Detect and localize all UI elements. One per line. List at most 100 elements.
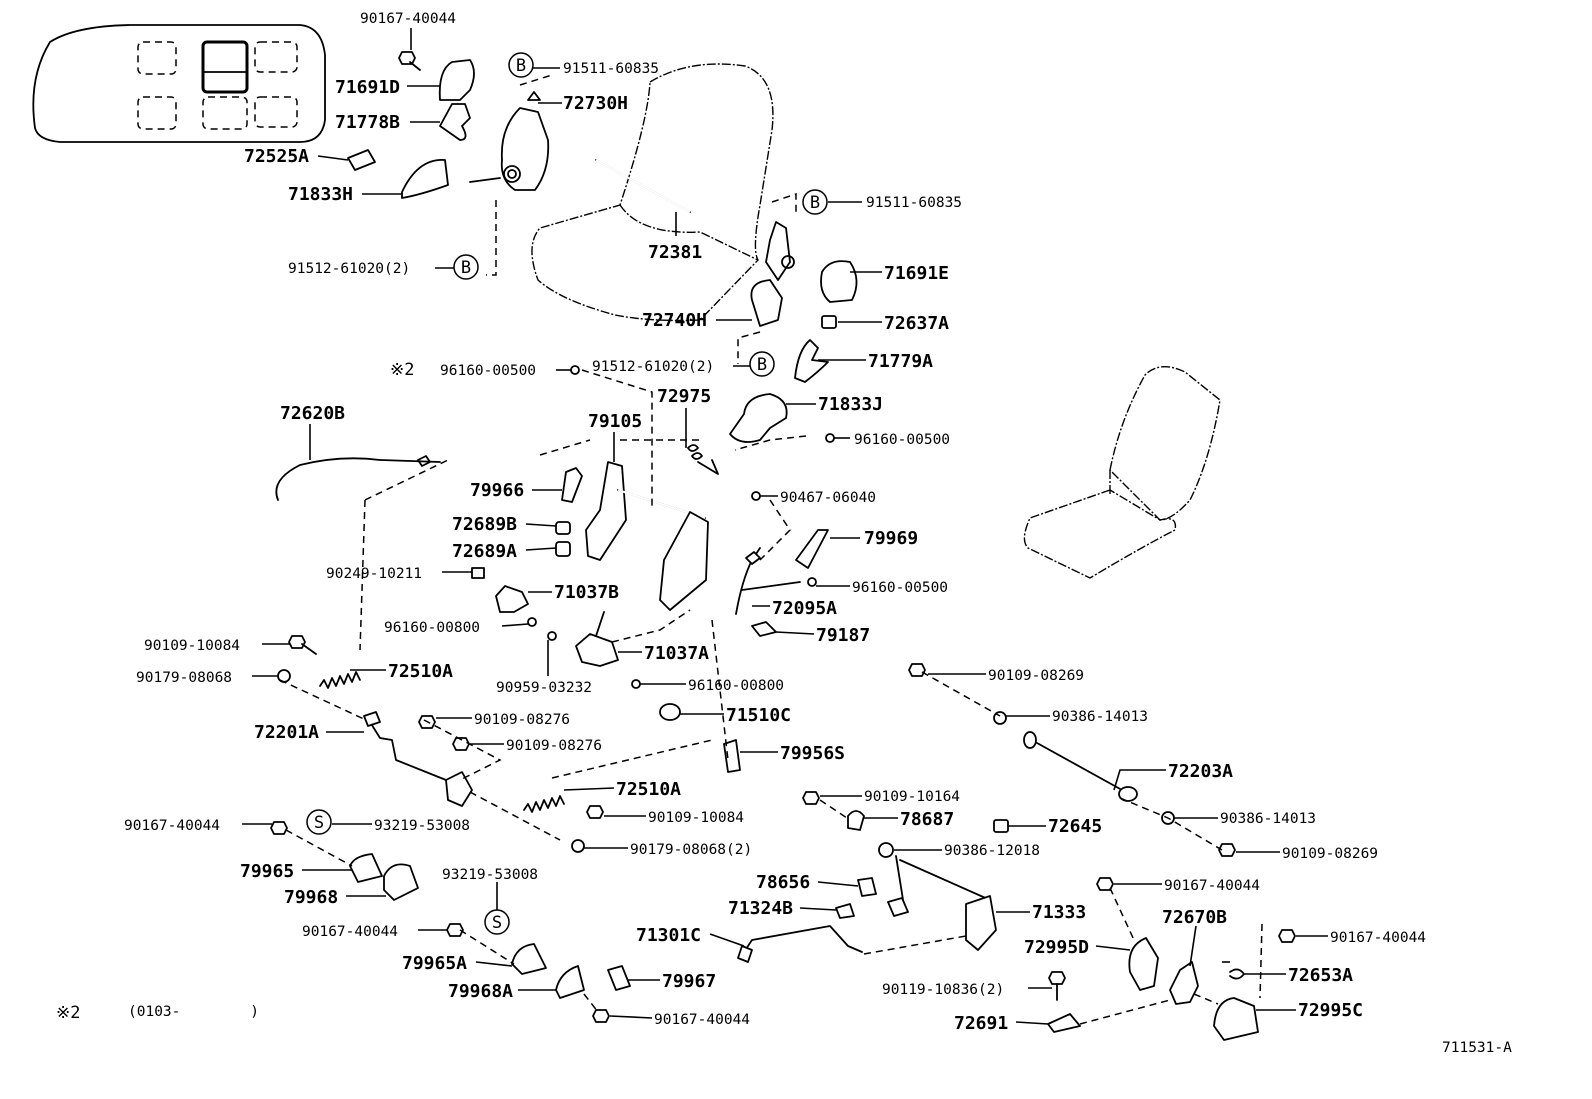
part-label: 79956S <box>780 743 845 764</box>
part-label: 71037B <box>554 582 619 603</box>
part-label: 90167-40044 <box>1164 878 1260 894</box>
part-label: 91511-60835 <box>563 61 659 77</box>
part-label: 93219-53008 <box>442 867 538 883</box>
part-label: 90386-14013 <box>1220 811 1316 827</box>
bracket-72691-icon <box>1047 1013 1081 1033</box>
part-label: 72201A <box>254 722 319 743</box>
callout-b: B <box>516 56 526 76</box>
part-label: 72689B <box>452 514 517 535</box>
cover-72995C-icon <box>1213 997 1259 1041</box>
cap-71324B-icon <box>835 903 855 919</box>
part-label: 93219-53008 <box>374 818 470 834</box>
rod-72203A-icon <box>1027 737 1123 791</box>
clip-79956S-icon <box>723 739 741 773</box>
part-label: 90109-08269 <box>1282 846 1378 862</box>
cable-72620B-icon <box>275 457 441 501</box>
callout-b: B <box>461 258 471 278</box>
spring-72510A-icon <box>319 671 361 689</box>
part-label: 72203A <box>1168 761 1233 782</box>
part-label: 71333 <box>1032 902 1086 923</box>
part-label: 90109-08269 <box>988 668 1084 684</box>
bolt-90109-10084-icon <box>288 635 306 649</box>
front-seat-outline <box>531 63 774 322</box>
part-label: 72510A <box>388 661 453 682</box>
part-label: 79105 <box>588 411 642 432</box>
cover-71833J-icon <box>729 393 788 443</box>
part-label: 72620B <box>280 403 345 424</box>
cover-79965-icon <box>349 853 383 883</box>
part-label: 90109-10164 <box>864 789 960 805</box>
note-symbol: ※2 <box>390 360 414 380</box>
part-label: 91512-61020(2) <box>592 359 714 375</box>
part-label: 72691 <box>954 1013 1008 1034</box>
cover-72995D-icon <box>1128 937 1159 991</box>
link-71333-icon <box>899 859 991 901</box>
recliner-72730H-icon <box>500 107 550 191</box>
cover-71778B-icon <box>439 103 471 141</box>
highlighted-seat <box>201 40 249 94</box>
callout-b: B <box>757 355 767 375</box>
part-label: 90959-03232 <box>496 680 592 696</box>
part-label: 90167-40044 <box>124 818 220 834</box>
bolt-90249-icon <box>471 567 485 579</box>
part-label: 72525A <box>244 146 309 167</box>
rod-71301C-icon <box>743 925 863 953</box>
part-label: 78687 <box>900 809 954 830</box>
part-label: 78656 <box>756 872 810 893</box>
bracket-79966-icon <box>561 467 583 503</box>
callout-b: B <box>810 193 820 213</box>
part-label: 90386-14013 <box>1052 709 1148 725</box>
part-label: 90249-10211 <box>326 566 422 582</box>
part-label: 79968 <box>284 887 338 908</box>
cap-72689B-icon <box>555 521 571 535</box>
callout-s: S <box>314 813 324 833</box>
part-graphics <box>270 51 1296 1041</box>
part-label: 71324B <box>728 898 793 919</box>
part-label: 71779A <box>868 351 933 372</box>
vehicle-locator-map <box>32 24 326 143</box>
rear-seat-outline <box>1023 366 1221 579</box>
clip-79967-icon <box>607 965 631 991</box>
cover-79968-icon <box>383 863 419 901</box>
knob-71510C-icon <box>659 703 681 721</box>
cover-79965A-icon <box>511 943 547 975</box>
part-label: 71833H <box>288 184 353 205</box>
leader-lines <box>242 28 1328 1025</box>
part-label: 96160-00800 <box>688 678 784 694</box>
washer-90179-08068-icon <box>277 669 291 683</box>
part-label: 71778B <box>335 112 400 133</box>
part-label: 79187 <box>816 625 870 646</box>
recliner-72740H-icon <box>750 279 783 327</box>
part-label: 90109-10084 <box>144 638 240 654</box>
part-label: 79967 <box>662 971 716 992</box>
spring-72975-icon <box>687 444 719 475</box>
part-label: 79965 <box>240 861 294 882</box>
cover-71691D-icon <box>438 59 475 101</box>
part-label: 90109-08276 <box>506 738 602 754</box>
part-label: 90179-08068(2) <box>630 842 752 858</box>
part-label: 79965A <box>402 953 467 974</box>
part-label: 79969 <box>864 528 918 549</box>
part-label: 72095A <box>772 598 837 619</box>
part-label: 90119-10836(2) <box>882 982 1004 998</box>
part-label: 79966 <box>470 480 524 501</box>
part-label: 72995C <box>1298 1000 1363 1021</box>
part-label: 79968A <box>448 981 513 1002</box>
part-label: 71037A <box>644 643 709 664</box>
lever-71037A-icon <box>575 633 619 667</box>
part-label: 91512-61020(2) <box>288 261 410 277</box>
part-label: 72645 <box>1048 816 1102 837</box>
lever-71037B-icon <box>495 585 529 613</box>
cover-79968A-icon <box>555 965 585 999</box>
part-label: 90167-40044 <box>654 1012 750 1028</box>
clip-72653A-icon <box>1229 968 1245 980</box>
part-label: 96160-00800 <box>384 620 480 636</box>
part-label: 90179-08068 <box>136 670 232 686</box>
note-symbol: ※2 <box>56 1003 80 1023</box>
part-label: 96160-00500 <box>854 432 950 448</box>
cap-72637A-icon <box>821 315 837 329</box>
clip-78687-icon <box>847 810 865 831</box>
note-range: (0103- ) <box>128 1004 259 1020</box>
cap-78656-icon <box>857 877 877 897</box>
